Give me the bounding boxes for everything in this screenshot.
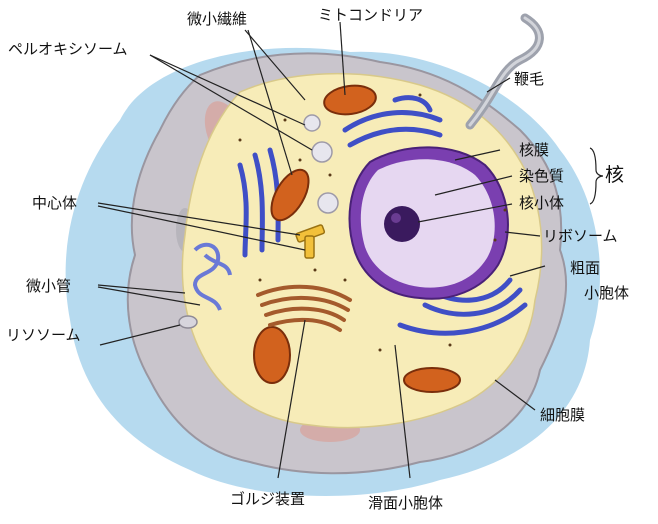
label-peroxisome: ペルオキシソーム bbox=[8, 40, 128, 58]
label-microtubule: 微小管 bbox=[26, 277, 72, 295]
ribosome-dots bbox=[238, 93, 507, 352]
leader-lines bbox=[97, 21, 546, 479]
vesicles bbox=[303, 114, 339, 214]
mitochondria-shapes bbox=[253, 84, 461, 393]
label-nucleus: 核 bbox=[605, 164, 625, 186]
golgi-shape bbox=[256, 284, 352, 332]
flagellum-highlight bbox=[468, 16, 541, 127]
smooth-er bbox=[192, 242, 232, 311]
label-mitochondria: ミトコンドリア bbox=[318, 6, 424, 24]
label-flagellum: 鞭毛 bbox=[514, 70, 545, 88]
label-rough-er-2: 小胞体 bbox=[584, 284, 630, 302]
label-nuclear-envelope: 核膜 bbox=[519, 141, 550, 159]
nucleolus-shape bbox=[384, 206, 420, 242]
label-lysosome: リソソーム bbox=[6, 326, 81, 344]
label-chromatin: 染色質 bbox=[519, 167, 565, 185]
nucleus-interior bbox=[360, 159, 495, 288]
label-smooth-er: 滑面小胞体 bbox=[368, 494, 444, 512]
label-rough-er-1: 粗面 bbox=[570, 259, 601, 277]
lysosome-shape bbox=[178, 315, 198, 329]
label-microfilament: 微小繊維 bbox=[187, 10, 248, 28]
label-nucleolus: 核小体 bbox=[519, 194, 565, 212]
label-centrosome: 中心体 bbox=[32, 194, 78, 212]
label-golgi: ゴルジ装置 bbox=[230, 490, 306, 508]
nucleolus-spot bbox=[391, 213, 401, 223]
label-cell-membrane: 細胞膜 bbox=[540, 406, 586, 424]
nucleus-bracket bbox=[589, 147, 604, 205]
label-ribosome: リボソーム bbox=[543, 227, 618, 245]
centrosome-shape bbox=[295, 224, 326, 259]
